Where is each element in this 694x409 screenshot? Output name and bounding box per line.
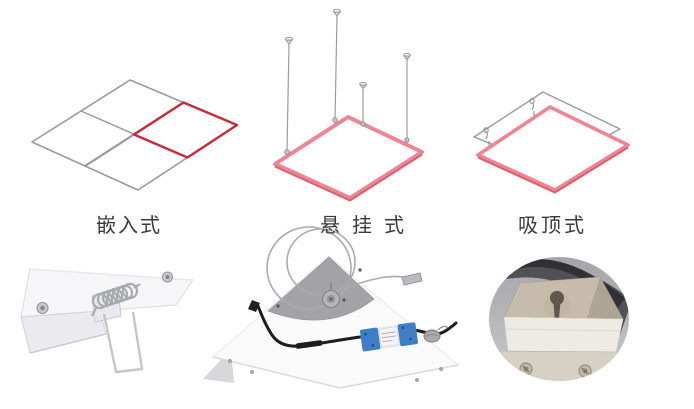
spring-clip-bracket-photo xyxy=(20,268,234,383)
mounting-bracket-closeup-photo xyxy=(489,257,629,381)
center-fitting xyxy=(322,272,423,308)
power-cable xyxy=(248,300,458,349)
ceiling-mount-install-diagram xyxy=(473,91,630,194)
highlighted-panel-cell xyxy=(132,101,239,159)
suspension-wires xyxy=(286,14,408,154)
corner-plate xyxy=(267,256,375,321)
panel-frame-lower-edge xyxy=(274,153,423,202)
wire-attachment-fittings xyxy=(284,117,410,155)
mounting-screws xyxy=(36,271,173,314)
edge-screws xyxy=(228,359,443,382)
bracket-flange xyxy=(491,350,622,381)
suspended-install-diagram xyxy=(273,8,424,202)
caption-recessed: 嵌入式 xyxy=(96,213,162,237)
caption-suspended: 悬挂式 xyxy=(320,213,416,237)
caption-ceiling: 吸顶式 xyxy=(518,213,587,237)
ceiling-anchor-icons xyxy=(284,8,411,90)
wire-clip-loop xyxy=(102,311,144,374)
suspended-panel-frame xyxy=(273,115,424,200)
bracket-front-face xyxy=(503,316,624,353)
spring-coil xyxy=(91,282,141,317)
cable-gland xyxy=(423,325,449,343)
led-driver xyxy=(359,322,418,352)
recessed-install-diagram xyxy=(31,79,239,191)
panel-frame-lower-edge xyxy=(477,146,629,194)
panel-back-with-suspension-kit-photo xyxy=(211,226,460,389)
ceiling-panel-frame xyxy=(476,105,630,192)
